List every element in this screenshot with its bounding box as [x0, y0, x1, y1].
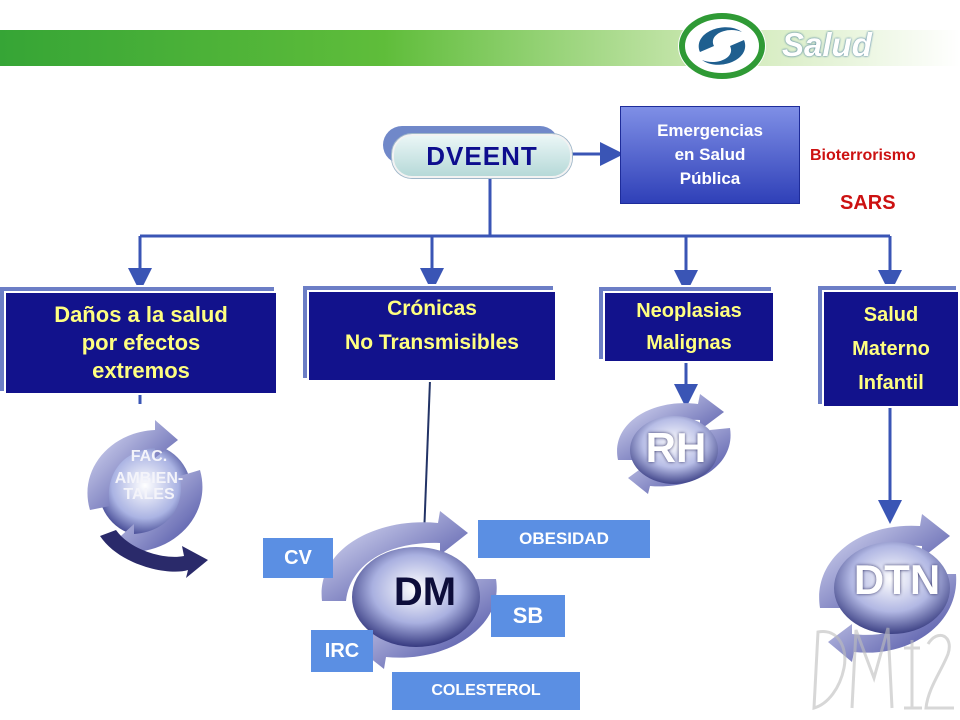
header-bar — [0, 30, 960, 66]
tag-cv: CV — [263, 538, 333, 578]
branch-salud-line-1: Salud — [863, 304, 919, 326]
decorative-stamp-icon — [812, 627, 954, 711]
cycle-fac-line-3: TALES — [123, 486, 175, 503]
cycle-arrows-icon-fac — [87, 420, 208, 578]
tag-sb: SB — [491, 595, 565, 637]
salud-logo-icon — [678, 12, 766, 80]
branch-salud-materno-infantil: Salud Materno Infantil — [822, 290, 960, 408]
branch-danos-line-3: extremos — [92, 358, 190, 383]
cycle-fac-line-1: FAC. — [130, 448, 168, 465]
cycle-rh-label: RH — [645, 424, 707, 471]
emergencias-line-1: Emergencias — [657, 121, 763, 140]
threat-sars: SARS — [840, 192, 896, 214]
cycle-dm-label: DM — [393, 570, 457, 614]
branch-salud-line-2: Materno — [852, 338, 930, 360]
cycle-arrows-icon-dm — [321, 511, 497, 669]
root-node-dveent: DVEENT — [392, 134, 572, 178]
branch-cronicas-line-1: Crónicas — [387, 297, 477, 320]
branch-neoplasias-line-1: Neoplasias — [636, 300, 742, 322]
branch-neoplasias-line-2: Malignas — [646, 332, 732, 354]
cycle-arrows-icon-rh — [617, 394, 731, 494]
branch-danos-line-1: Daños a la salud — [54, 302, 228, 327]
tag-irc: IRC — [311, 630, 373, 672]
emergencias-line-2: en Salud — [674, 145, 746, 164]
branch-danos-line-2: por efectos — [81, 330, 201, 355]
branch-cronicas: Crónicas No Transmisibles — [307, 290, 557, 382]
tag-obesidad: OBESIDAD — [478, 520, 650, 558]
emergencias-line-3: Pública — [679, 169, 741, 188]
tag-colesterol: COLESTEROL — [392, 672, 580, 710]
branch-salud-line-3: Infantil — [858, 372, 924, 394]
branch-danos-salud: Daños a la salud por efectos extremos — [4, 291, 278, 395]
threat-bioterrorismo: Bioterrorismo — [810, 147, 916, 164]
cycle-dtn-label: DTN — [853, 556, 941, 603]
cycle-fac-line-2: AMBIEN- — [114, 470, 184, 487]
brand-title: Salud — [782, 26, 872, 63]
cycle-fac-label: FAC. AMBIEN- TALES — [104, 446, 194, 506]
branch-neoplasias: Neoplasias Malignas — [603, 291, 775, 363]
branch-cronicas-line-2: No Transmisibles — [345, 331, 519, 354]
emergencias-box: Emergencias en Salud Pública — [620, 106, 800, 204]
